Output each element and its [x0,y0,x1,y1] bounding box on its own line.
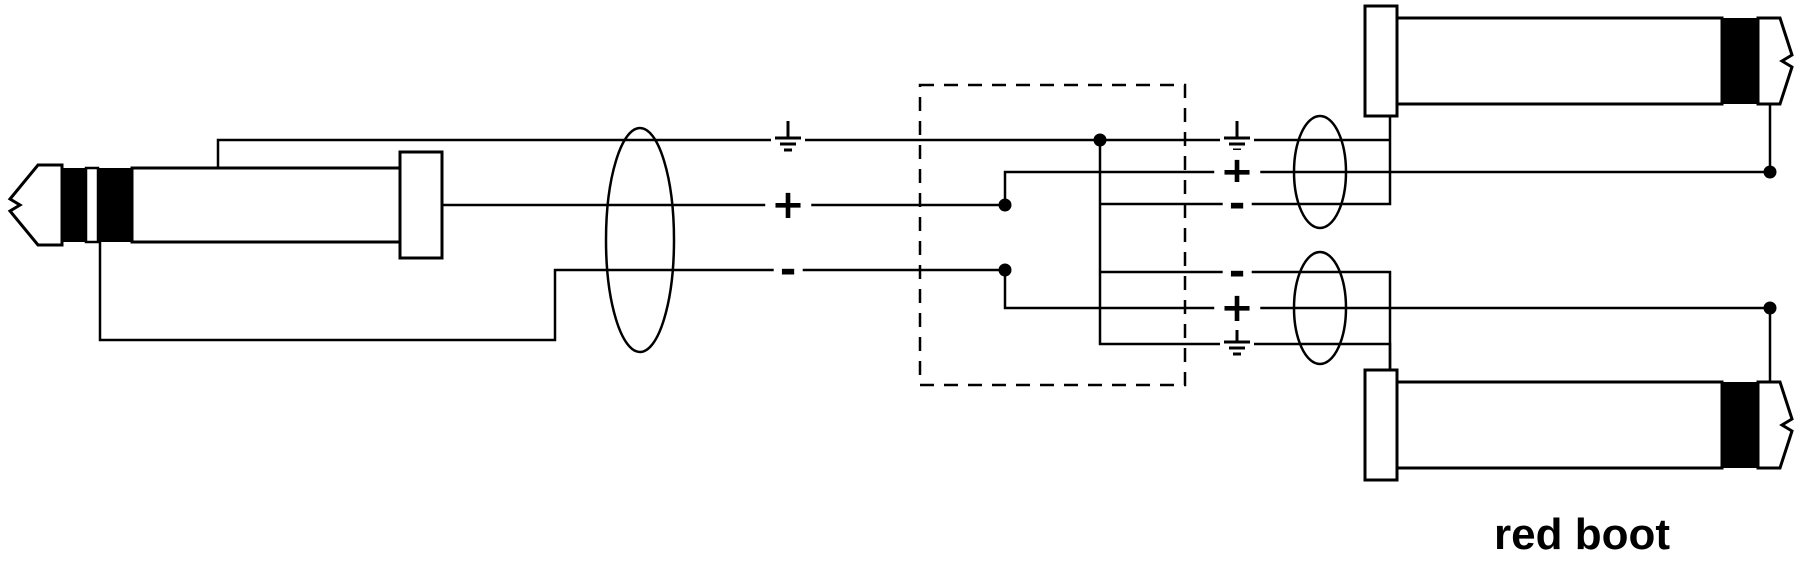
left-minus-label: - [773,248,803,292]
mono-plug-bottom [1363,368,1794,482]
red-boot-caption: red boot [1494,510,1670,559]
junction-dot [998,198,1012,212]
plug-tip-icon [1756,380,1794,470]
plug-barrel [130,166,402,244]
left-plus-label: + [765,183,811,227]
plug-ring-band [98,168,132,242]
ground-wire [216,138,1390,168]
plug-ring-band [62,168,86,242]
right-top-minus-label: - [1222,182,1252,226]
cable-sheath-icon [1292,250,1348,366]
plug-ring-band [1722,382,1758,468]
plug-collar [1363,368,1399,482]
splitter-box [918,83,1187,387]
junction-dot [1763,165,1777,179]
junction-dot [1763,301,1777,315]
plug-barrel [1395,16,1724,106]
right-bottom-plus-label: + [1214,286,1260,330]
minus-signal-wire [98,242,1772,382]
plus-signal-wire [442,104,1772,207]
cable-sheath-icon [604,126,676,354]
plug-collar [1363,4,1399,118]
plug-ring-band [1722,18,1758,104]
junction-dot [1093,133,1107,147]
mono-plug-top [1363,4,1794,118]
plug-tip-icon [1756,16,1794,106]
bottom-sleeve-wire [1100,270,1392,370]
plug-barrel [1395,380,1724,470]
stereo-plug [7,150,444,260]
cable-sheath-icon [1292,114,1348,230]
ground-icon [769,115,807,159]
plug-collar [398,150,444,260]
junction-dot [998,263,1012,277]
plug-insulator [84,166,100,244]
plug-tip-icon [7,163,64,247]
top-sleeve-wire [1100,104,1392,206]
